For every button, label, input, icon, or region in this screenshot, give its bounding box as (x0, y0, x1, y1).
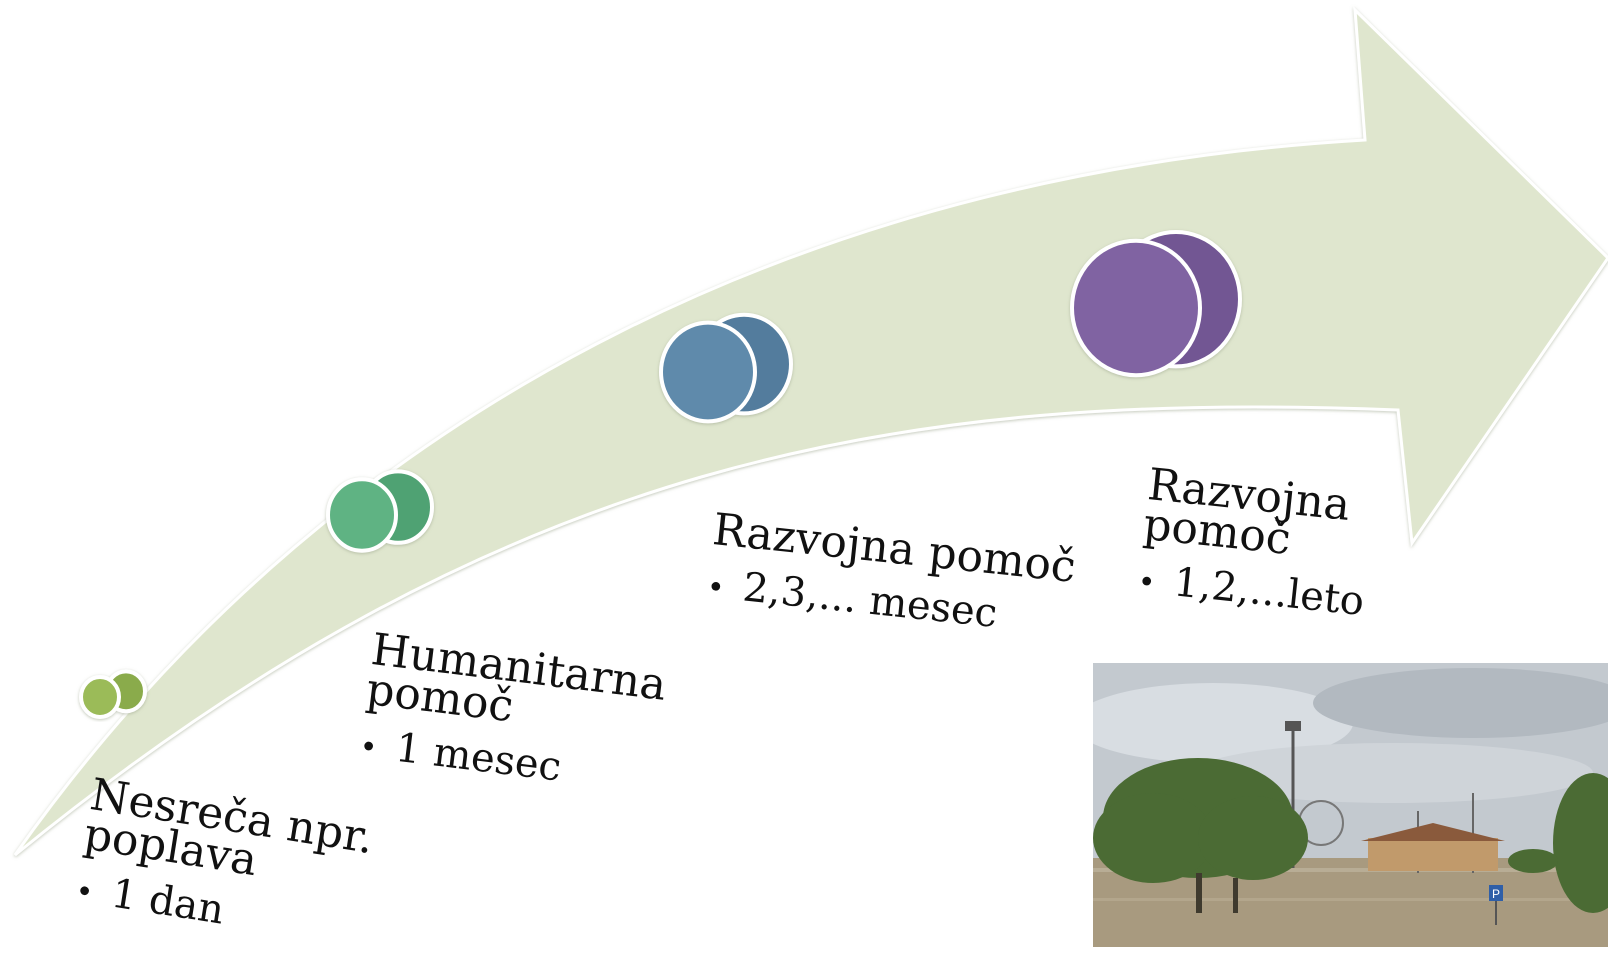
step-marker-3 (661, 315, 791, 422)
step-marker-2 (328, 471, 432, 550)
building (1368, 838, 1498, 871)
step-label-development-years: Razvojna pomoč 1,2,...leto (1135, 465, 1375, 628)
parking-sign-glyph: P (1492, 887, 1500, 901)
flood-photo: P (1093, 663, 1608, 947)
marker-front-disc (328, 479, 396, 550)
marker-front-disc (1072, 241, 1200, 375)
marker-front-disc (81, 677, 119, 717)
step-marker-4 (1072, 232, 1240, 375)
marker-front-disc (661, 323, 755, 422)
flood-photo-icon: P (1093, 663, 1608, 947)
step-marker-1 (81, 671, 145, 717)
